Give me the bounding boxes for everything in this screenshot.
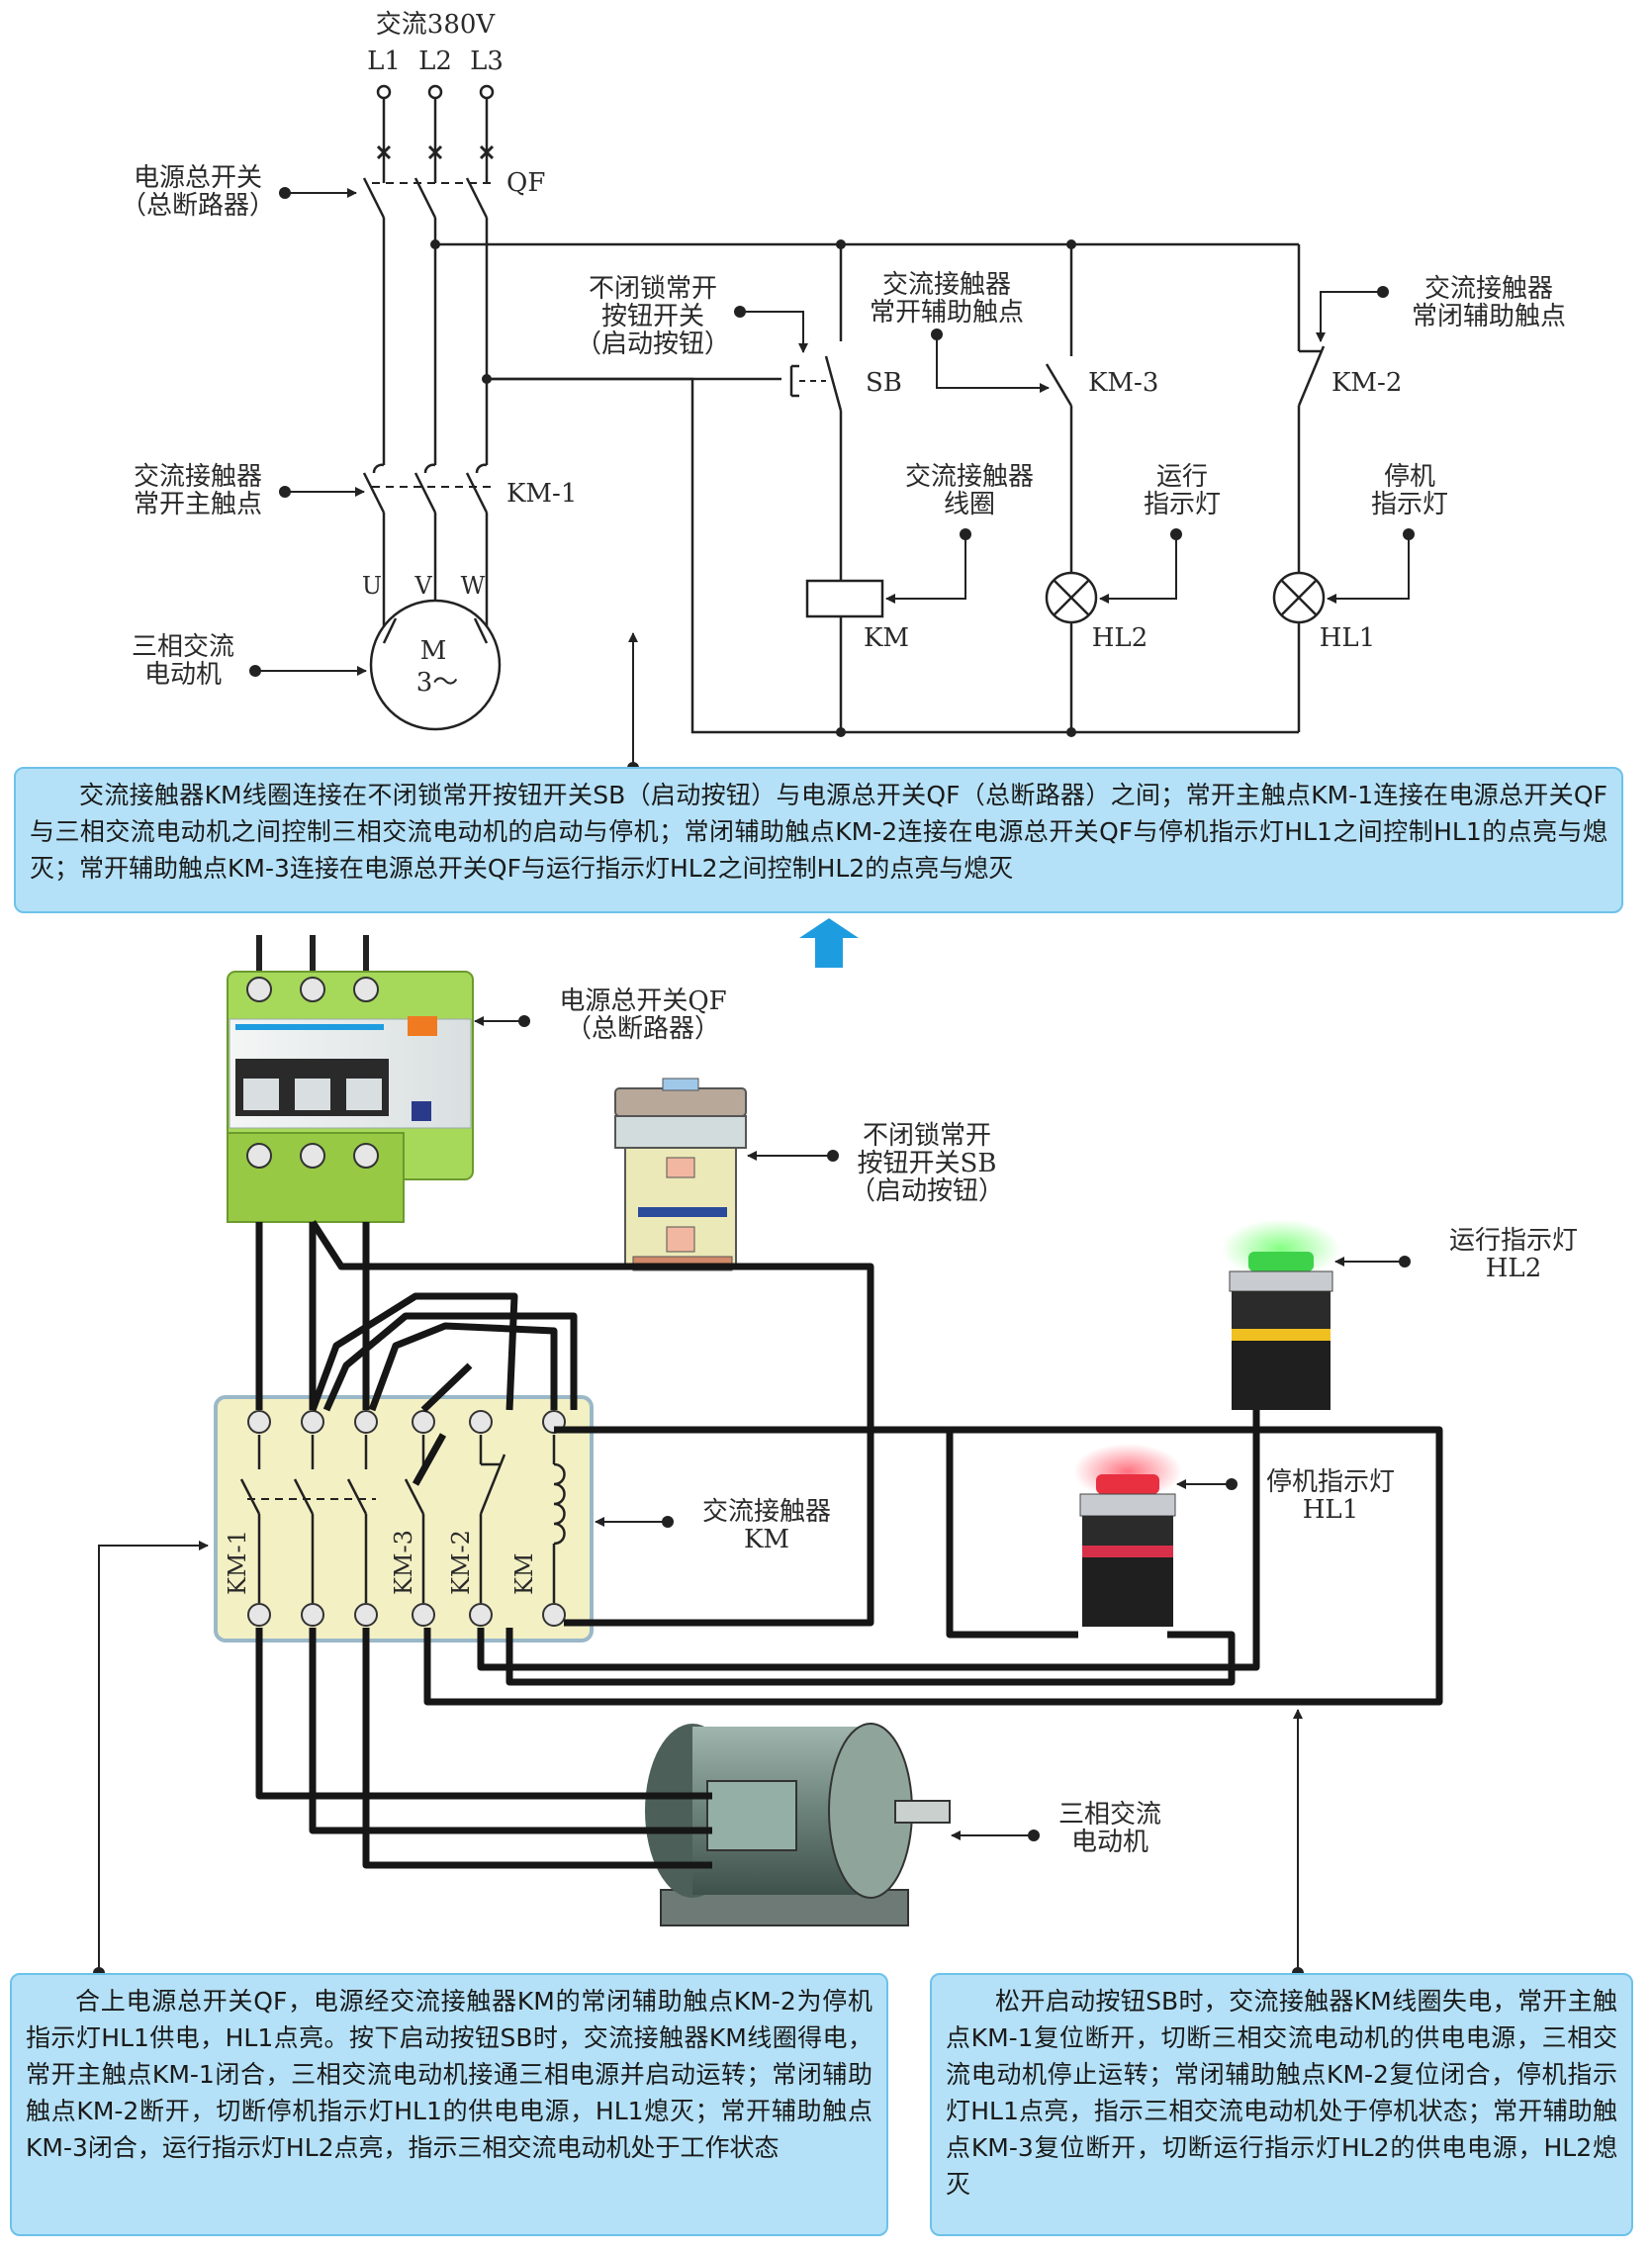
sb-button-symbol bbox=[789, 355, 843, 412]
hl1-tag: HL1 bbox=[1320, 623, 1375, 653]
wiring-hl1-label-line1: 停机指示灯 bbox=[1266, 1467, 1395, 1497]
wiring-motor-label-line2: 电动机 bbox=[1071, 1828, 1148, 1857]
qf-tag: QF bbox=[506, 168, 545, 198]
wiring-leaders bbox=[98, 1016, 1405, 1973]
hl1-label-line1: 停机 bbox=[1384, 462, 1435, 492]
breaker-x-marks bbox=[376, 144, 495, 160]
motor-symbol-phase: 3～ bbox=[416, 668, 459, 698]
phase-l2-label: L2 bbox=[418, 47, 452, 76]
km1-label-line1: 交流接触器 bbox=[134, 462, 262, 492]
circuit-breaker-qf bbox=[227, 935, 474, 1223]
coil-label-line2: 线圈 bbox=[944, 490, 995, 519]
phase-l1-label: L1 bbox=[367, 47, 401, 76]
wiring-sb-label-line2: 按钮开关SB bbox=[858, 1149, 997, 1178]
run-lamp-hl2 bbox=[1222, 1219, 1340, 1410]
up-arrow-icon bbox=[799, 918, 859, 968]
terminal-l3 bbox=[479, 84, 495, 100]
sb-label-line3: （启动按钮） bbox=[576, 329, 730, 359]
km2-contact-symbol bbox=[1297, 345, 1326, 407]
wiring-qf-label-line1: 电源总开关QF bbox=[559, 986, 726, 1016]
motor-label-line1: 三相交流 bbox=[132, 632, 234, 662]
contactor-tag-km: KM bbox=[510, 1552, 538, 1595]
shutdown-description-box: 松开启动按钮SB时，交流接触器KM线圈失电，常开主触点KM-1复位断开，切断三相… bbox=[930, 1973, 1633, 2236]
wiring-labels: 电源总开关QF （总断路器） 不闭锁常开 按钮开关SB （启动按钮） 运行指示灯… bbox=[224, 986, 1578, 1857]
wiring-km-label-line2: KM bbox=[744, 1525, 789, 1554]
top-description-box: 交流接触器KM线圈连接在不闭锁常开按钮开关SB（启动按钮）与电源总开关QF（总断… bbox=[14, 767, 1623, 913]
schematic bbox=[249, 84, 1415, 774]
motor-symbol bbox=[369, 599, 502, 731]
km1-contact-symbol bbox=[362, 463, 495, 514]
contactor-tag-km2: KM-2 bbox=[447, 1530, 475, 1595]
wiring-hl2-label-line2: HL2 bbox=[1486, 1254, 1541, 1283]
hl1-label-line2: 指示灯 bbox=[1371, 490, 1448, 519]
motor-symbol-m: M bbox=[420, 636, 447, 666]
sb-label-line1: 不闭锁常开 bbox=[589, 274, 717, 304]
stop-lamp-hl1 bbox=[1073, 1444, 1182, 1627]
km3-tag: KM-3 bbox=[1088, 368, 1158, 398]
qf-label-line2: （总断路器） bbox=[121, 191, 275, 221]
wiring-harness bbox=[255, 1220, 1443, 1869]
qf-switch-symbol bbox=[362, 177, 495, 219]
hl2-label-line1: 运行 bbox=[1156, 462, 1208, 492]
wiring-sb-label-line1: 不闭锁常开 bbox=[863, 1121, 991, 1151]
wiring-qf-label-line2: （总断路器） bbox=[566, 1014, 720, 1044]
km3-label-line2: 常开辅助触点 bbox=[870, 298, 1024, 328]
sb-tag: SB bbox=[866, 368, 902, 398]
terminal-v: V bbox=[413, 572, 432, 600]
control-bus-bottom bbox=[487, 377, 1299, 734]
wiring-km-label-line1: 交流接触器 bbox=[702, 1497, 831, 1527]
km2-label-line2: 常闭辅助触点 bbox=[1412, 302, 1566, 331]
three-phase-motor bbox=[645, 1723, 951, 1926]
qf-label-line1: 电源总开关 bbox=[134, 163, 262, 193]
hl2-tag: HL2 bbox=[1092, 623, 1147, 653]
wiring-hl1-label-line2: HL1 bbox=[1303, 1495, 1358, 1525]
startup-description-box: 合上电源总开关QF，电源经交流接触器KM的常闭辅助触点KM-2为停机指示灯HL1… bbox=[10, 1973, 888, 2236]
km1-tag: KM-1 bbox=[506, 479, 577, 509]
hl2-label-line2: 指示灯 bbox=[1144, 490, 1221, 519]
km3-label-line1: 交流接触器 bbox=[882, 270, 1011, 300]
contactor-tag-km1: KM-1 bbox=[224, 1530, 251, 1595]
motor-label-line2: 电动机 bbox=[144, 660, 222, 690]
km1-label-line2: 常开主触点 bbox=[134, 490, 262, 519]
sb-label-line2: 按钮开关 bbox=[601, 302, 704, 331]
terminal-w: W bbox=[461, 572, 486, 600]
supply-label: 交流380V bbox=[376, 10, 497, 40]
contactor-km bbox=[214, 1395, 594, 1643]
km2-label-line1: 交流接触器 bbox=[1424, 274, 1553, 304]
push-button-sb bbox=[614, 1078, 747, 1271]
terminal-u: U bbox=[362, 572, 382, 600]
km3-contact-symbol bbox=[1045, 363, 1073, 407]
phase-l3-label: L3 bbox=[470, 47, 504, 76]
schematic-labels: 交流380V L1 L2 L3 QF 电源总开关 （总断路器） KM-1 交流接… bbox=[121, 10, 1566, 698]
km2-tag: KM-2 bbox=[1331, 368, 1402, 398]
coil-symbol bbox=[805, 579, 884, 618]
schematic-leaders bbox=[255, 188, 1410, 767]
wiring-motor-label-line1: 三相交流 bbox=[1058, 1800, 1161, 1830]
contactor-tag-km3: KM-3 bbox=[390, 1530, 417, 1595]
wiring-sb-label-line3: （启动按钮） bbox=[850, 1176, 1004, 1206]
coil-tag: KM bbox=[864, 623, 909, 653]
terminal-l1 bbox=[376, 84, 392, 100]
wiring-hl2-label-line1: 运行指示灯 bbox=[1449, 1226, 1578, 1256]
coil-label-line1: 交流接触器 bbox=[905, 462, 1034, 492]
terminal-l2 bbox=[427, 84, 443, 100]
